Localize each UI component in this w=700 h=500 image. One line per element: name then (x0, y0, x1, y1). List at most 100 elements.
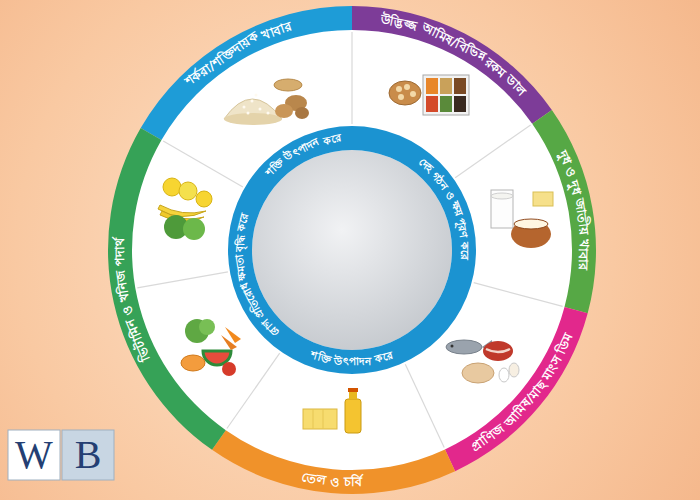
fruit-picture (158, 178, 212, 240)
text-word: খাবার (259, 18, 293, 43)
watermark-letter: B (62, 430, 114, 480)
vegetable-picture-part (181, 355, 205, 371)
fish-meat-egg-picture-part (509, 363, 519, 377)
band-label: দুধ ও দুধ জাতীয় খাবার (555, 149, 592, 271)
rice-potato-picture-part-part (247, 112, 250, 115)
fish-meat-egg-picture-part (483, 341, 513, 361)
vegetable-picture-part (199, 319, 215, 335)
milk-curd-picture-part (514, 219, 548, 229)
fish-meat-egg-picture (446, 340, 519, 383)
lentil-tray-picture-part (396, 84, 416, 100)
fish-meat-egg-picture-part (451, 345, 454, 348)
milk-curd-picture-part (491, 193, 513, 199)
text-word: ও (119, 303, 137, 317)
ring-label: শক্তি উৎপাদন করে (309, 348, 394, 368)
text-word: রকম (482, 55, 510, 82)
lentil-tray-picture-part (440, 78, 452, 94)
text-word: ক্ষমতা (233, 254, 250, 282)
rice-potato-picture-part (274, 79, 302, 91)
text-word: দুধ (566, 179, 585, 197)
butter-oil-picture-part (323, 409, 324, 429)
fish-meat-egg-picture-part (446, 340, 482, 354)
sector-divider-part (137, 272, 228, 288)
food-group-band: প্রাণিজ আমিষ/মাছ মাংস ডিম (443, 305, 589, 473)
band-label: ভিটামিন ও খনিজ পদার্থ (112, 237, 153, 362)
text-word: করে (374, 348, 395, 366)
text-word: আমিষ/বিভিন্ন (419, 19, 488, 63)
text-word: ক্ষয় (447, 199, 465, 218)
rice-potato-picture-part (243, 94, 270, 115)
lentil-tray-picture-part (426, 96, 438, 112)
band-label: শর্করা/শক্তিদায়ক খাবার (182, 18, 294, 89)
food-group-band-fill (108, 128, 226, 450)
food-group-band: দুধ ও দুধ জাতীয় খাবার (531, 109, 597, 315)
text-word: উৎপাদন (283, 135, 323, 164)
function-ring-fill (228, 126, 476, 374)
text-word: চর্বি (344, 474, 362, 490)
butter-oil-picture (303, 388, 361, 433)
ring-label: দেহ গঠন ও ক্ষয় পূরণ করে (416, 156, 471, 260)
text-word: ও (562, 165, 580, 180)
text-word: তেল (301, 469, 328, 488)
rice-potato-picture-part (295, 107, 309, 119)
text-word: ও (330, 473, 341, 489)
text-word: শক্তি (309, 348, 333, 366)
text-word: ডাল (502, 72, 530, 100)
text-word: মাংস (539, 352, 566, 382)
text-word: গঠন (429, 169, 452, 193)
vegetable-picture-part (222, 362, 236, 376)
text-word: দুধ (555, 149, 575, 168)
food-group-band-shape (443, 305, 589, 473)
lentil-tray-picture-part (454, 96, 466, 112)
food-group-band-fill (445, 307, 588, 471)
lentil-tray-picture-part (426, 78, 438, 94)
lentil-tray-picture-part-part (398, 94, 404, 100)
sector-divider-part (351, 32, 352, 124)
watermark-logo-part (8, 430, 60, 480)
lentil-tray-picture-part-part (410, 91, 416, 97)
food-group-band-fill (212, 430, 455, 494)
rice-potato-picture-part-part (243, 106, 246, 109)
rice-potato-picture-part-part (251, 100, 254, 103)
butter-oil-picture-part (345, 399, 361, 433)
milk-curd-picture (491, 190, 553, 248)
rice-potato-picture-part (275, 104, 293, 118)
sector-divider (137, 32, 562, 448)
text-word: শর্করা/শক্তিদায়ক (182, 28, 262, 89)
fish-meat-egg-picture-part (486, 349, 510, 352)
text-word: বৃদ্ধি (233, 234, 247, 252)
butter-oil-picture-part (313, 409, 314, 429)
milk-curd-picture-part (491, 190, 513, 228)
text-word: প্রতিরোধ (238, 281, 267, 321)
function-ring-shape (227, 125, 477, 375)
lentil-tray-picture (389, 75, 469, 115)
milk-curd-picture-part (533, 192, 553, 206)
food-group-band: ভিটামিন ও খনিজ পদার্থ (107, 126, 227, 451)
rice-potato-picture (224, 79, 309, 125)
watermark-logo-part (62, 430, 114, 480)
text-word: পূরণ (454, 217, 471, 239)
vegetable-picture (181, 319, 241, 376)
food-group-band-shape (139, 5, 353, 141)
food-group-band-fill (141, 6, 352, 140)
sector-divider-part (455, 125, 530, 178)
food-group-band: শর্করা/শক্তিদায়ক খাবার (139, 5, 353, 141)
fruit-picture-part (179, 182, 197, 200)
band-label: তেল ও চর্বি (301, 469, 362, 490)
grey-center (252, 150, 452, 350)
text-word: আমিষ/মাছ (501, 378, 550, 431)
watermark-letter: W (8, 430, 60, 480)
text-word: খনিজ (112, 268, 133, 303)
fruit-picture-part (196, 191, 212, 207)
milk-curd-picture-part (511, 220, 551, 248)
text-word: করে (235, 212, 252, 233)
butter-oil-picture-part (303, 409, 337, 429)
text-word: রোগ (259, 315, 282, 339)
food-group-band: উদ্ভিজ্জ আমিষ/বিভিন্ন রকম ডাল (351, 5, 553, 125)
lentil-tray-picture-part-part (404, 84, 410, 90)
food-group-band-fill (532, 110, 596, 313)
ring-label: শক্তি উৎপাদন করে (264, 132, 342, 180)
